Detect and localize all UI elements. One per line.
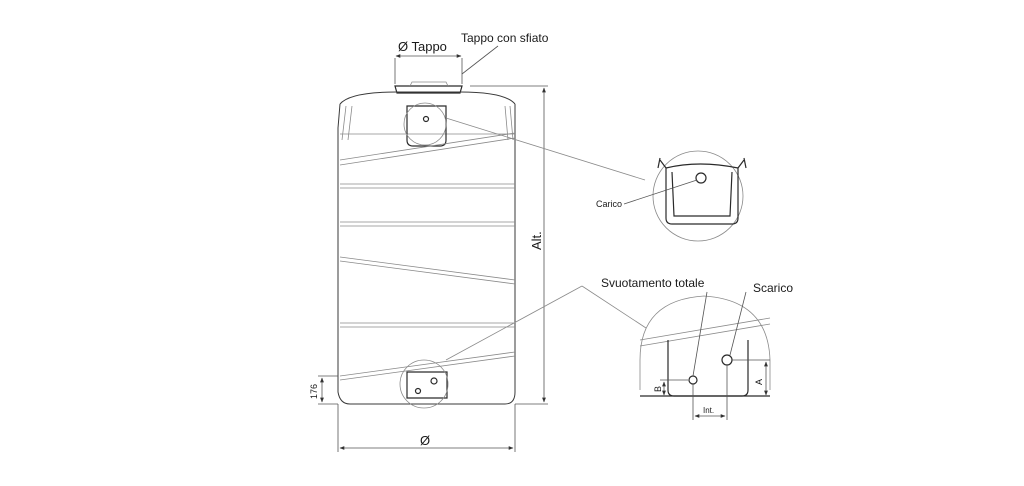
cap-diameter-dimension: [394, 54, 463, 84]
interaxis-label: Int.: [703, 406, 714, 415]
height-label: Alt.: [529, 231, 544, 250]
bottom-offset-dimension: [318, 375, 338, 405]
inlet-detail: [623, 150, 747, 242]
height-dimension: [470, 85, 548, 405]
inlet-callout-leader: [445, 117, 646, 181]
full-drain-label: Svuotamento totale: [601, 276, 705, 290]
tank-body: [337, 81, 516, 409]
diameter-label: Ø: [420, 433, 430, 448]
diameter-dimension: [337, 404, 516, 452]
outlet-callout-leader-b: [581, 285, 647, 329]
inlet-hole: [695, 172, 707, 184]
outlet-label: Scarico: [753, 281, 793, 295]
bottom-offset-label: 176: [309, 384, 319, 399]
tank-cap: [394, 85, 463, 94]
outlet-detail: [639, 291, 771, 420]
vented-cap-leader: [461, 45, 499, 75]
outlet-panel: [406, 371, 448, 399]
cap-diameter-label: Ø Tappo: [398, 39, 447, 54]
outlet-leader: [729, 291, 747, 356]
full-drain-leader: [692, 291, 708, 377]
inlet-label: Carico: [596, 199, 622, 209]
vented-cap-label: Tappo con sfiato: [461, 31, 549, 45]
dim-b-label: B: [653, 386, 663, 392]
inlet-panel: [406, 105, 447, 147]
outlet-hole: [721, 354, 733, 366]
dim-a-label: A: [754, 379, 764, 385]
outlet-callout-leader-a: [445, 285, 583, 361]
full-drain-hole: [688, 375, 698, 385]
tank-top: [339, 91, 516, 105]
